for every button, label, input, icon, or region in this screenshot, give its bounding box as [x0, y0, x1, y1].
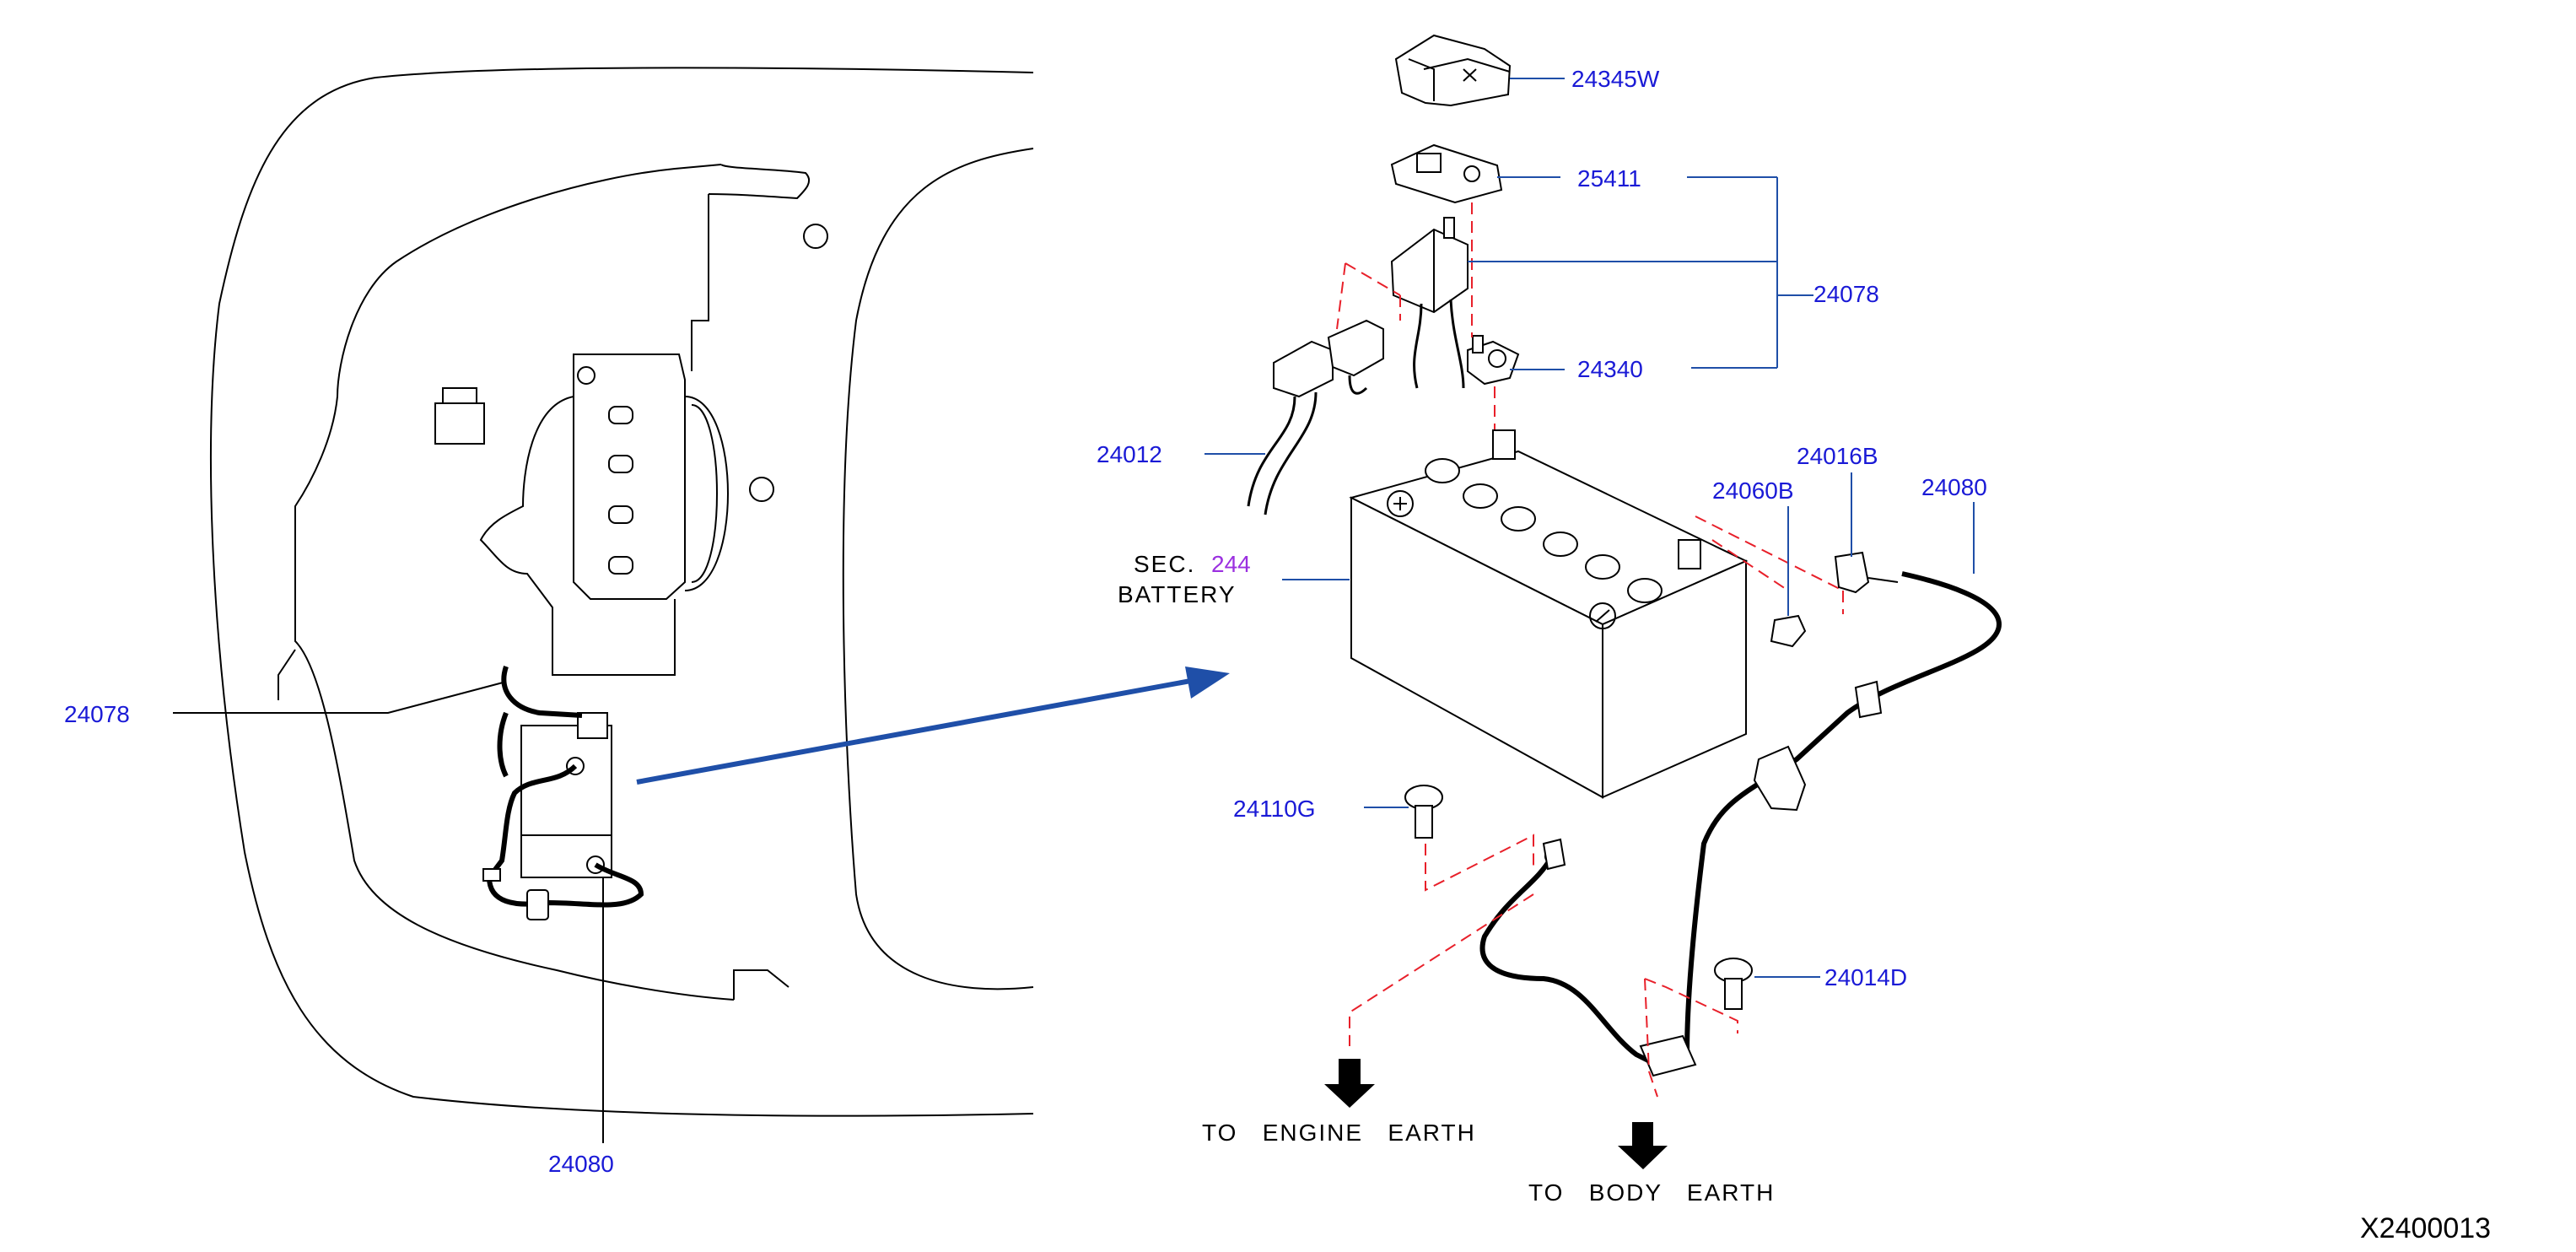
engine-earth-label: TO ENGINE EARTH [1202, 1120, 1476, 1146]
part-label-24110G: 24110G [1233, 796, 1316, 822]
hidden-line [1425, 834, 1534, 892]
part-label-24340: 24340 [1577, 356, 1643, 382]
part-label-24345W: 24345W [1571, 66, 1660, 92]
nut [1770, 614, 1807, 648]
sec-number-label: 244 [1211, 551, 1251, 577]
part-label-24078-right: 24078 [1813, 281, 1879, 307]
part-label-24060B: 24060B [1712, 478, 1794, 504]
part-label-24014D: 24014D [1824, 964, 1907, 990]
part-label-24080-left: 24080 [548, 1151, 614, 1177]
earth-cable [1479, 571, 2002, 1077]
sec-prefix-label: SEC. [1134, 551, 1195, 577]
hidden-line [1644, 978, 1658, 1098]
part-label-24080-right: 24080 [1921, 474, 1987, 500]
hidden-line [1349, 893, 1534, 1046]
hidden-line [1336, 262, 1401, 330]
part-label-24016B: 24016B [1797, 443, 1878, 469]
mounting-bolt-24014D [1714, 958, 1753, 1010]
negative-clamp [1467, 335, 1520, 386]
terminal-bolt [1834, 551, 1899, 594]
hidden-line [1695, 515, 1844, 614]
detail-pointer-arrow [636, 672, 1224, 785]
down-arrow-icon [1324, 1059, 1375, 1108]
arrow-head-icon [1185, 666, 1230, 699]
part-label-24078-left: 24078 [64, 701, 130, 727]
body-earth-label: TO BODY EARTH [1528, 1179, 1775, 1206]
battery-label: BATTERY [1118, 581, 1237, 607]
hidden-line [1644, 978, 1738, 1033]
battery [1349, 429, 1749, 799]
down-arrow-icon [1618, 1122, 1668, 1169]
hidden-line [1711, 539, 1789, 591]
diagram-code: X2400013 [2360, 1212, 2491, 1244]
mounting-bolt-24110G [1404, 785, 1443, 839]
wire-harness-connectors [1247, 319, 1384, 515]
positive-terminal [1390, 143, 1503, 204]
terminal-cover [1394, 34, 1512, 107]
part-label-25411: 25411 [1577, 165, 1641, 192]
leader-24078-left [173, 681, 507, 714]
part-label-24012: 24012 [1097, 441, 1162, 467]
fusible-link-block [1390, 217, 1469, 389]
engine-bay-overview [210, 67, 1034, 1117]
